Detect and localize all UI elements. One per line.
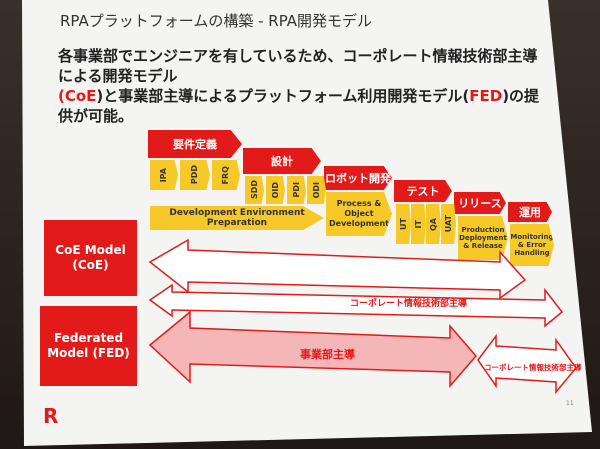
coe-highlight: CoE	[64, 87, 97, 105]
phase-requirements: 要件定義	[148, 130, 242, 158]
fed-highlight: FED	[469, 87, 503, 105]
phase-release: リリース	[454, 192, 506, 214]
step-oid: OID	[266, 176, 285, 204]
phase-robot-dev: ロボット開発	[324, 166, 392, 190]
production-deployment-release: Production Deployment & Release	[458, 216, 508, 260]
step-sdd: SDD	[245, 176, 264, 204]
monitoring-error-handling: Monitoring & Error Handling	[510, 224, 554, 266]
phase-design: 設計	[243, 148, 321, 174]
step-pdi: PDI	[287, 176, 306, 204]
fed-business-arrow	[148, 310, 477, 389]
subtitle-line-2: (CoE)と事業部主導によるプラットフォーム利用開発モデル(FED)の提供が可能…	[58, 86, 548, 126]
step-ipa: IPA	[150, 160, 178, 190]
coe-model-box: CoE Model (CoE)	[44, 220, 137, 296]
step-uat: UAT	[441, 204, 456, 244]
process-object-development: Process & Object Development	[326, 192, 392, 236]
coe-arrow-label: コーポレート情報技術部主導	[350, 299, 468, 309]
subtitle-mid: )と事業部主導によるプラットフォーム利用開発モデル(	[96, 87, 470, 105]
slide-subtitle: 各事業部でエンジニアを有しているため、コーポレート情報技術部主導による開発モデル…	[58, 46, 548, 126]
fed-business-arrow-label: 事業部主導	[300, 348, 355, 361]
fed-corporate-arrow	[477, 333, 577, 395]
subtitle-line-1: 各事業部でエンジニアを有しているため、コーポレート情報技術部主導による開発モデル	[58, 47, 538, 85]
phase-test: テスト	[394, 180, 452, 202]
step-qa: QA	[426, 204, 441, 244]
subtitle-end: )の提供が可能。	[58, 87, 540, 125]
phase-operation: 運用	[508, 202, 552, 222]
dev-environment-preparation: Development Environment Preparation	[150, 206, 324, 230]
step-odi: ODI	[307, 176, 326, 204]
page-number: 11	[566, 400, 574, 407]
step-frq: FRQ	[212, 160, 240, 190]
fed-model-box: Federated Model (FED)	[40, 306, 137, 386]
slide-title: RPAプラットフォームの構築 - RPA開発モデル	[60, 12, 373, 30]
step-it: IT	[411, 204, 426, 244]
fed-corporate-arrow-label: コーポレート情報技術部主導	[484, 363, 582, 372]
step-pdd: PDD	[180, 160, 210, 190]
paren: (	[58, 87, 65, 105]
step-ut: UT	[396, 204, 411, 244]
rakuten-logo: R	[43, 404, 59, 428]
coe-upper-arrow	[148, 238, 527, 300]
coe-lower-arrow	[148, 283, 564, 328]
